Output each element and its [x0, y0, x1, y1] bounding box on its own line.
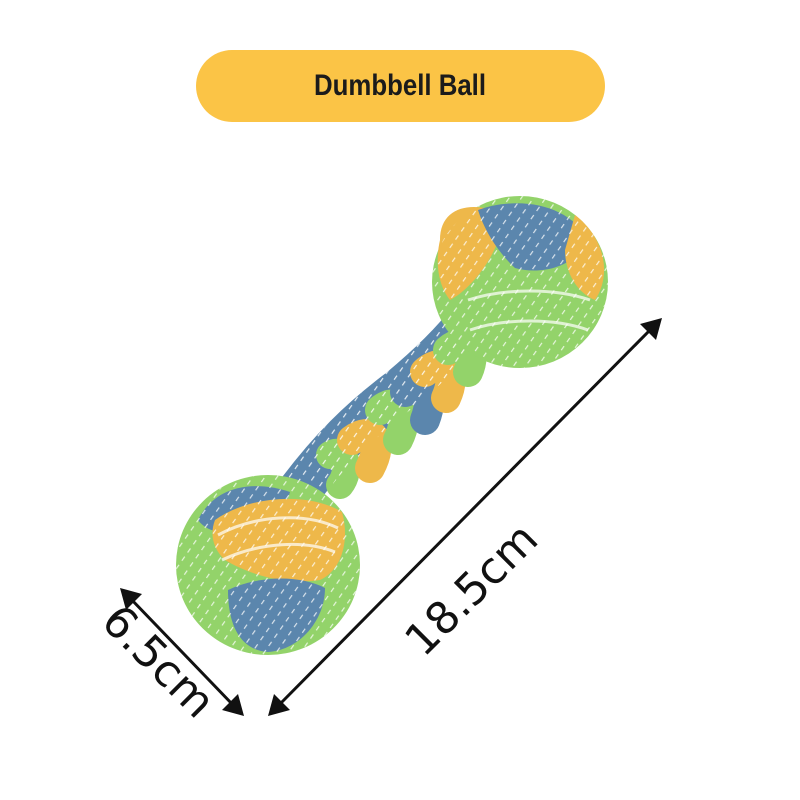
- upper-knot-ball: [432, 196, 608, 368]
- arrowhead-icon: [120, 588, 142, 610]
- length-label: 18.5cm: [395, 513, 548, 666]
- lower-knot-ball: [176, 475, 360, 655]
- arrowhead-icon: [222, 694, 244, 716]
- diameter-dimension-arrow: [120, 588, 244, 716]
- rope-handle: [278, 298, 492, 512]
- arrowhead-icon: [640, 318, 662, 340]
- arrowhead-icon: [268, 694, 290, 716]
- title-text: Dumbbell Ball: [314, 69, 487, 102]
- length-dimension-arrow: [268, 318, 662, 716]
- product-image: [176, 196, 608, 655]
- title-banner: Dumbbell Ball: [196, 50, 605, 122]
